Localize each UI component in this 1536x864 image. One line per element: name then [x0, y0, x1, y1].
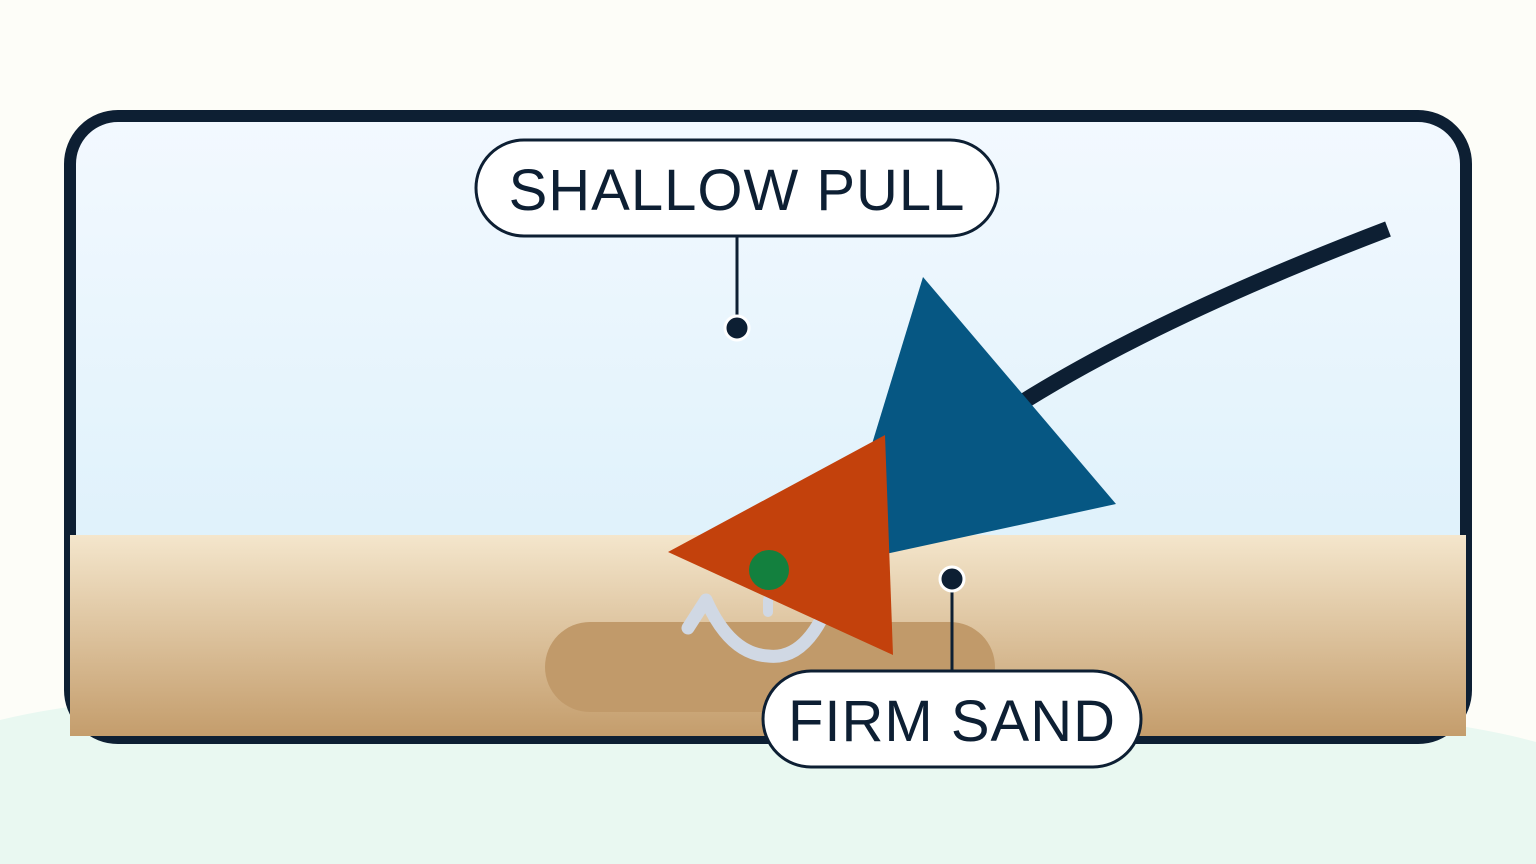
callout-firm-sand: FIRM SAND [761, 565, 1143, 769]
dot-marker-icon [938, 565, 966, 593]
anchor-pivot [749, 550, 789, 590]
callout-shallow-pull: SHALLOW PULL [474, 138, 1000, 342]
dot-marker-icon [723, 314, 751, 342]
label-firm-sand: FIRM SAND [788, 689, 1116, 754]
anchor-fluke [835, 277, 1116, 565]
anchor-wedge [668, 435, 893, 655]
label-shallow-pull: SHALLOW PULL [509, 158, 966, 223]
rode-line [1005, 221, 1391, 417]
curved-return-arrow-icon [681, 593, 829, 663]
